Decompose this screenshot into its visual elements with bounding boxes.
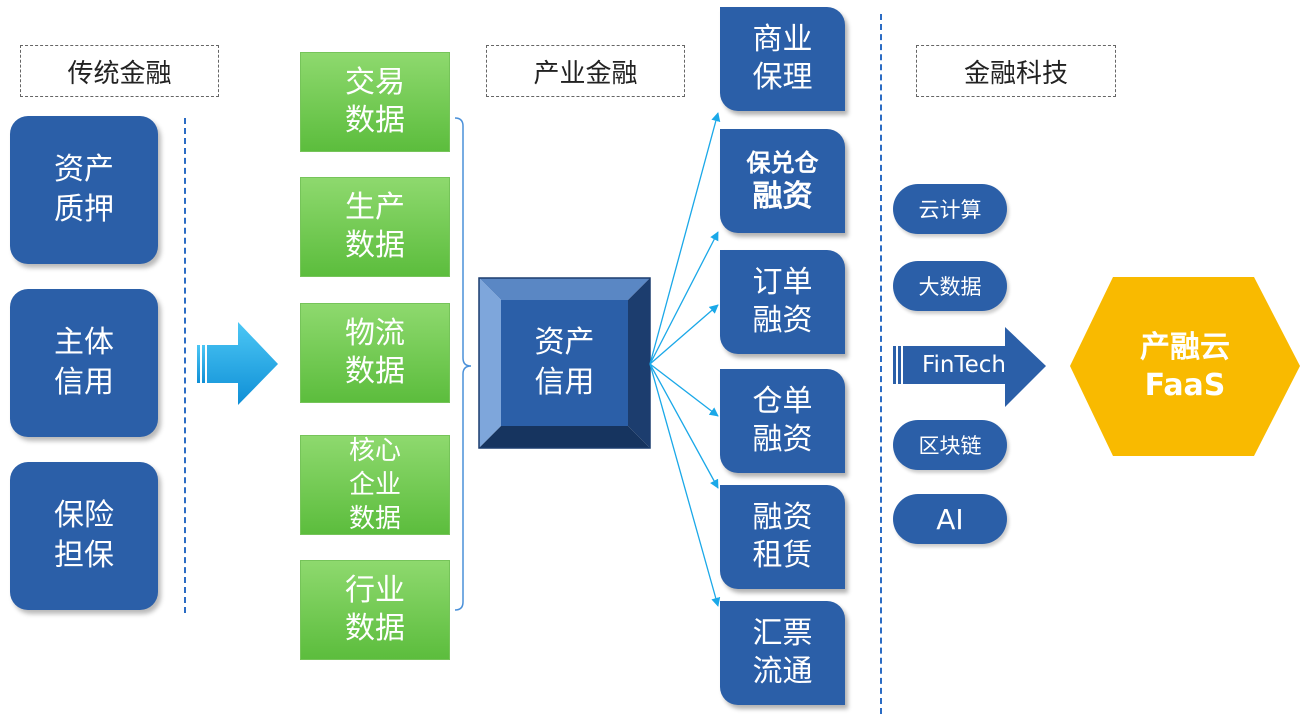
fintech-arrow-icon [893,327,1046,407]
tech-blockchain: 区块链 [893,420,1007,470]
faas-hexagon [1070,277,1300,456]
traditional-item-asset-pledge: 资产 质押 [10,116,158,264]
header-industry-finance: 产业金融 [486,45,685,97]
data-item-logistics: 物流 数据 [300,303,450,403]
product-confirming-warehouse-line1: 保兑仓 [746,149,819,177]
product-confirming-warehouse-financing: 保兑仓 融资 [720,129,845,233]
fintech-arrow-label: FinTech [921,352,1007,378]
tech-big-data: 大数据 [893,261,1007,311]
bracket-brace [454,117,472,611]
product-confirming-warehouse-line2: 融资 [752,179,813,214]
center-asset-credit-label: 资产 信用 [534,325,595,400]
tech-cloud-computing: 云计算 [893,184,1007,234]
product-bill-circulation: 汇票 流通 [720,601,845,705]
traditional-item-entity-credit: 主体 信用 [10,289,158,437]
product-commercial-factoring: 商业 保理 [720,7,845,111]
traditional-item-insurance-guarantee: 保险 担保 [10,462,158,610]
arrow-right-icon [197,322,278,405]
faas-label-line2: FaaS [1144,367,1226,403]
header-traditional-finance: 传统金融 [20,45,219,97]
data-item-transaction: 交易 数据 [300,52,450,152]
product-financial-leasing: 融资 租赁 [720,485,845,589]
data-item-core-enterprise: 核心 企业 数据 [300,435,450,535]
separator-left [184,118,186,613]
connector-arrows [649,112,721,607]
product-warehouse-receipt-financing: 仓单 融资 [720,369,845,473]
faas-label-line1: 产融云 [1140,329,1230,365]
data-item-production: 生产 数据 [300,177,450,277]
data-item-industry: 行业 数据 [300,560,450,660]
faas-label: 产融云 FaaS [1070,277,1300,456]
product-order-financing: 订单 融资 [720,250,845,354]
center-bevel-box [478,277,651,449]
tech-ai: AI [893,494,1007,544]
separator-right [880,14,882,714]
header-fintech: 金融科技 [916,45,1116,97]
